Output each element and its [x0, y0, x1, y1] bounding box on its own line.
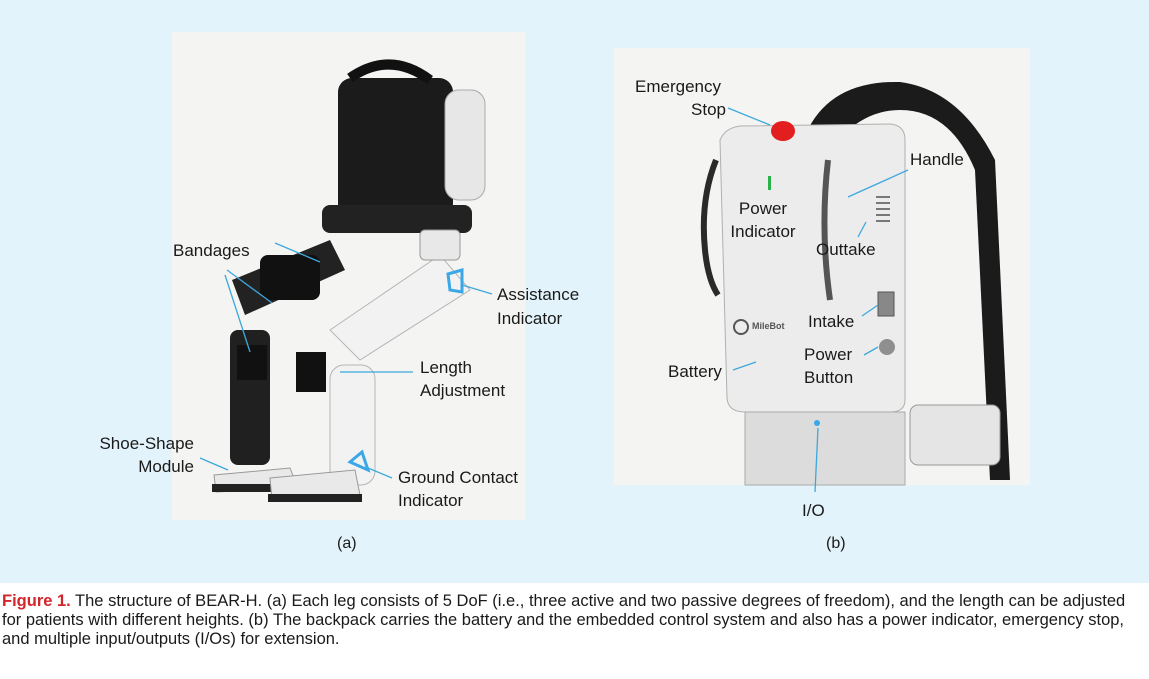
power-button-label-line2: Button [804, 368, 854, 387]
power-button-label-line1: Power [804, 345, 853, 364]
caption-text: The structure of BEAR-H. (a) Each leg co… [2, 592, 1126, 648]
assistance-indicator-label-line2: Indicator [497, 309, 563, 328]
shoe-shape-module-label-line1: Shoe-Shape [99, 434, 194, 453]
bandages-label: Bandages [173, 241, 250, 260]
battery-label: Battery [668, 362, 722, 381]
milebot-logo: MileBot [752, 321, 785, 331]
ground-contact-indicator-label-line1: Ground Contact [398, 468, 519, 487]
length-adjustment-label-line2: Adjustment [420, 381, 506, 400]
emergency-stop-label-line1: Emergency [635, 77, 721, 96]
figure-caption: Figure 1. The structure of BEAR-H. (a) E… [2, 592, 1147, 649]
ground-contact-indicator-label-line2: Indicator [398, 491, 464, 510]
handle-label: Handle [910, 150, 964, 169]
subfigure-a-label: (a) [337, 535, 357, 552]
shoe-shape-module-label-line2: Module [138, 457, 194, 476]
exoskeleton-illustration [199, 48, 1030, 502]
io-label: I/O [802, 501, 825, 520]
power-indicator-label-line2: Indicator [730, 222, 796, 241]
assistance-indicator-label-line1: Assistance [497, 285, 580, 304]
figure-number: Figure 1. [2, 592, 71, 610]
power-indicator-label-line1: Power [738, 199, 788, 218]
outtake-label: Outtake [816, 240, 876, 259]
subfigure-b-label: (b) [826, 535, 846, 552]
emergency-stop-label-line2: Stop [691, 100, 726, 119]
intake-label: Intake [808, 312, 855, 331]
length-adjustment-label-line1: Length [420, 358, 472, 377]
